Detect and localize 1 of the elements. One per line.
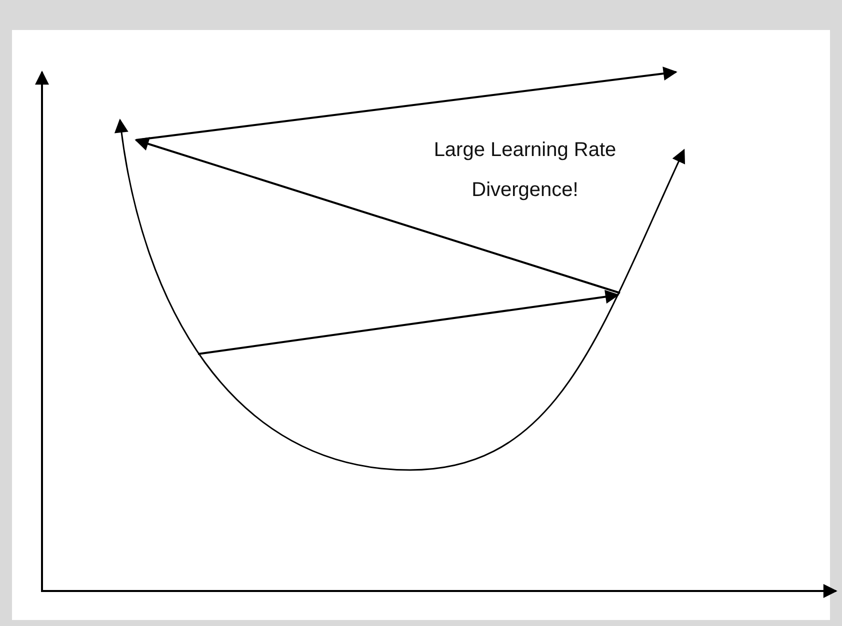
annotation-text: Large Learning Rate Divergence! <box>432 138 618 203</box>
